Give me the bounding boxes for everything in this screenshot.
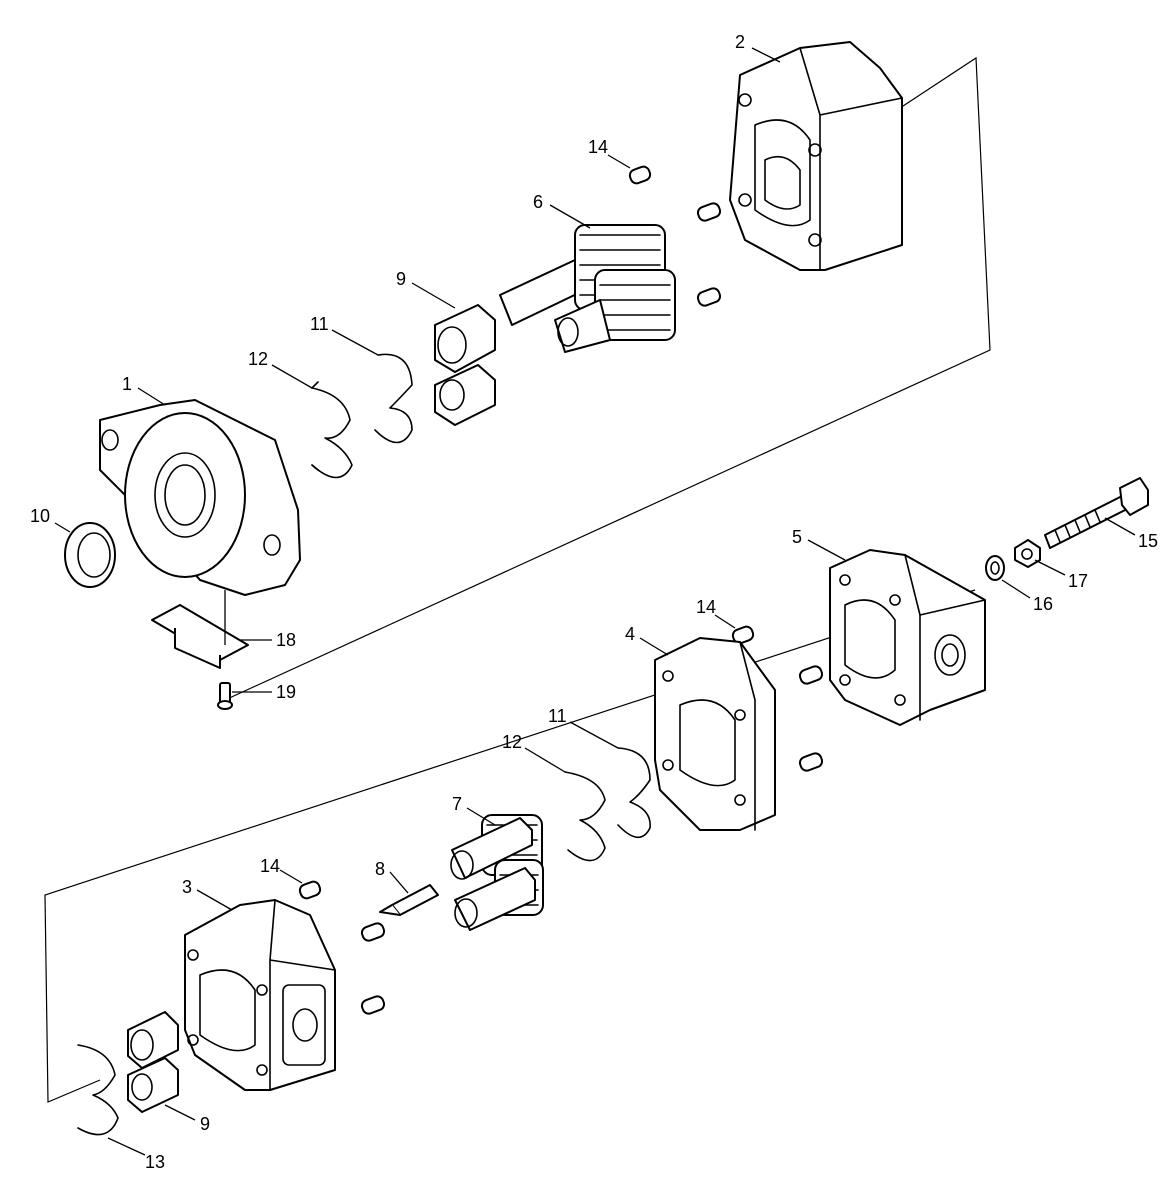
leader-lines [54, 47, 1136, 1156]
callout-14-top: 14 [588, 137, 608, 157]
part-14-pin-low [298, 880, 322, 900]
part-9-bushing-lower [127, 1011, 179, 1113]
part-9-bushing-upper [434, 304, 496, 426]
callout-13: 13 [145, 1152, 165, 1172]
part-19-screw [217, 682, 233, 710]
callout-6: 6 [533, 192, 543, 212]
callout-17: 17 [1068, 571, 1088, 591]
callout-11-lower: 11 [548, 706, 567, 726]
callout-9-upper: 9 [396, 269, 406, 289]
callout-1: 1 [122, 374, 132, 394]
callout-3: 3 [182, 877, 192, 897]
part-18-bracket [151, 590, 249, 669]
dowel-pin-low-a [360, 922, 386, 942]
callout-4: 4 [625, 624, 635, 644]
dowel-pin-mid-b [798, 752, 824, 772]
part-5-port-cover [829, 549, 986, 726]
part-10-shaft-seal [64, 522, 116, 588]
part-16-washer [985, 555, 1005, 581]
part-8-key [379, 884, 439, 916]
callout-19: 19 [276, 682, 296, 702]
callout-15: 15 [1138, 531, 1158, 551]
part-14-pin-top [628, 165, 652, 185]
callout-labels: 1 2 3 4 5 6 7 8 9 9 10 11 11 12 12 13 14… [30, 32, 1158, 1172]
part-11-seal-upper [374, 353, 413, 444]
part-7-gear-pair [450, 814, 544, 931]
callout-12-lower: 12 [502, 732, 522, 752]
assembly-line-lower [44, 589, 976, 1103]
callout-11-upper: 11 [310, 314, 329, 334]
part-15-bolt [1044, 477, 1149, 549]
part-12-ring-lower [564, 771, 606, 862]
dowel-pin-top-a [696, 202, 722, 222]
callout-10: 10 [30, 506, 50, 526]
part-2-rear-cover [729, 41, 903, 271]
callout-9-lower: 9 [200, 1114, 210, 1134]
callout-18: 18 [276, 630, 296, 650]
callout-8: 8 [375, 859, 385, 879]
callout-12-upper: 12 [248, 349, 268, 369]
dowel-pin-low-b [360, 995, 386, 1015]
callout-2: 2 [735, 32, 745, 52]
callout-16: 16 [1033, 594, 1053, 614]
part-14-pin-mid [731, 625, 755, 645]
callout-7: 7 [452, 794, 462, 814]
dowel-pin-mid-a [798, 665, 824, 685]
part-4-center-plate [654, 637, 776, 831]
assembly-line-upper [224, 56, 991, 701]
dowel-pin-top-b [696, 287, 722, 307]
part-11-seal-lower [617, 747, 651, 839]
part-13-ring [77, 1044, 119, 1136]
callout-5: 5 [792, 527, 802, 547]
callout-14-low: 14 [260, 856, 280, 876]
callout-14-mid: 14 [696, 597, 716, 617]
part-1-mounting-flange [99, 399, 301, 596]
part-3-gear-housing [184, 899, 336, 1091]
part-17-nut [1014, 539, 1041, 568]
part-6-drive-gear [499, 224, 676, 353]
part-12-ring-upper [311, 381, 353, 479]
